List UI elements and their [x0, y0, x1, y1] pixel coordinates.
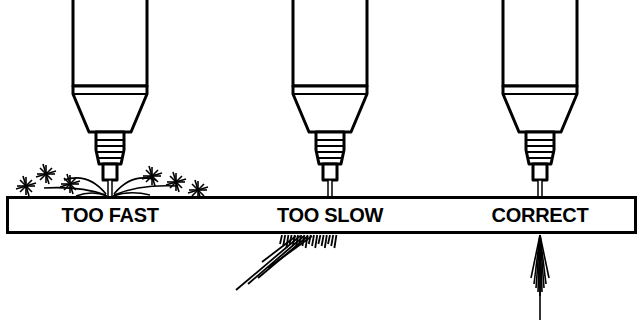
- sparks-too-slow: [236, 235, 336, 290]
- spark-stroke: [334, 235, 336, 248]
- speed-label: CORRECT: [492, 205, 589, 225]
- spark-stroke: [280, 235, 282, 244]
- sparks-correct: [531, 235, 549, 320]
- spark-stroke: [248, 236, 304, 284]
- torch: [73, 0, 147, 197]
- spark-stroke: [315, 235, 317, 248]
- spark-stroke: [318, 235, 320, 244]
- spark-stroke: [328, 235, 330, 244]
- spark-stroke: [540, 235, 549, 278]
- torch: [503, 0, 577, 197]
- torch: [293, 0, 367, 197]
- speed-label: TOO FAST: [61, 205, 158, 225]
- spark-stroke: [236, 236, 300, 290]
- sparks-too-fast: [16, 164, 208, 200]
- speed-label: TOO SLOW: [277, 205, 383, 225]
- spark-stroke: [322, 235, 324, 246]
- spark-stroke: [331, 235, 333, 246]
- spark-stroke: [262, 236, 296, 262]
- metal-plate: TOO FAST TOO SLOW CORRECT: [6, 196, 637, 234]
- spark-stroke: [539, 235, 541, 320]
- spark-stroke: [325, 235, 327, 248]
